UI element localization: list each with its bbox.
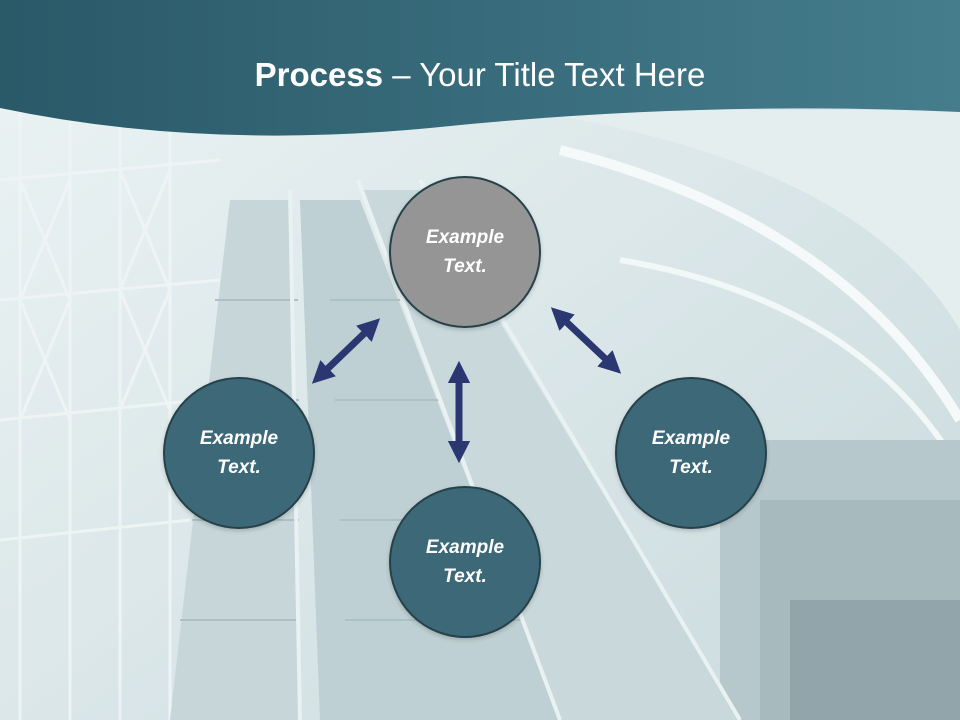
- node-center-label: Example Text.: [425, 227, 505, 277]
- process-node-left[interactable]: Example Text.: [163, 377, 315, 529]
- title-banner: [0, 0, 960, 136]
- slide-title: Process – Your Title Text Here: [0, 52, 960, 98]
- title-rest-part: – Your Title Text Here: [383, 56, 706, 93]
- process-node-center[interactable]: Example Text.: [389, 176, 541, 328]
- process-node-bottom[interactable]: Example Text.: [389, 486, 541, 638]
- process-node-right[interactable]: Example Text.: [615, 377, 767, 529]
- node-left-label: Example Text.: [199, 428, 279, 478]
- node-right-label: Example Text.: [651, 428, 731, 478]
- node-bottom-label: Example Text.: [425, 537, 505, 587]
- title-bold-part: Process: [254, 56, 384, 93]
